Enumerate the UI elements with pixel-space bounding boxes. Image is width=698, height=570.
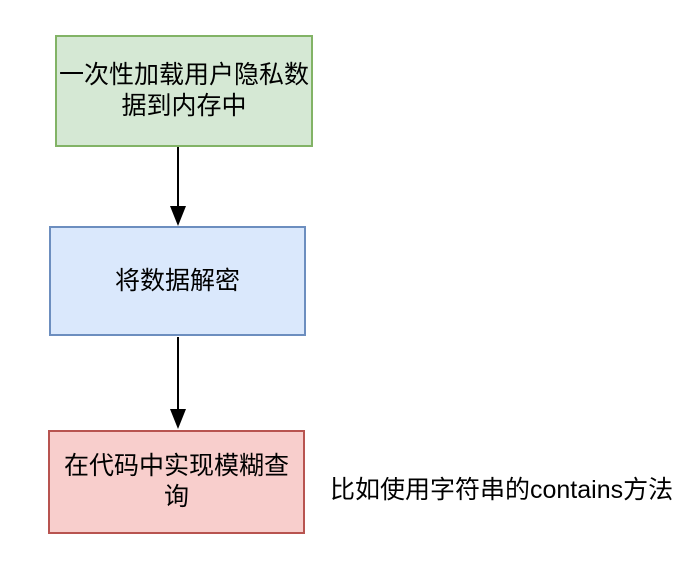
arrow-load-to-decrypt: [170, 147, 186, 226]
node-fuzzy-query: 在代码中实现模糊查询: [48, 430, 305, 534]
annotation-contains-method: 比如使用字符串的contains方法: [330, 476, 674, 504]
arrow-decrypt-to-fuzzy: [170, 337, 186, 429]
arrowhead-down-icon: [170, 206, 186, 226]
node-load-privacy-data: 一次性加载用户隐私数据到内存中: [55, 35, 313, 147]
node-decrypt-label: 将数据解密: [114, 266, 240, 295]
node-decrypt-data: 将数据解密: [49, 226, 306, 336]
node-load-label: 一次性加载用户隐私数据到内存中: [59, 61, 310, 120]
arrowhead-down-icon: [170, 409, 186, 429]
node-fuzzy-label: 在代码中实现模糊查询: [63, 452, 289, 511]
